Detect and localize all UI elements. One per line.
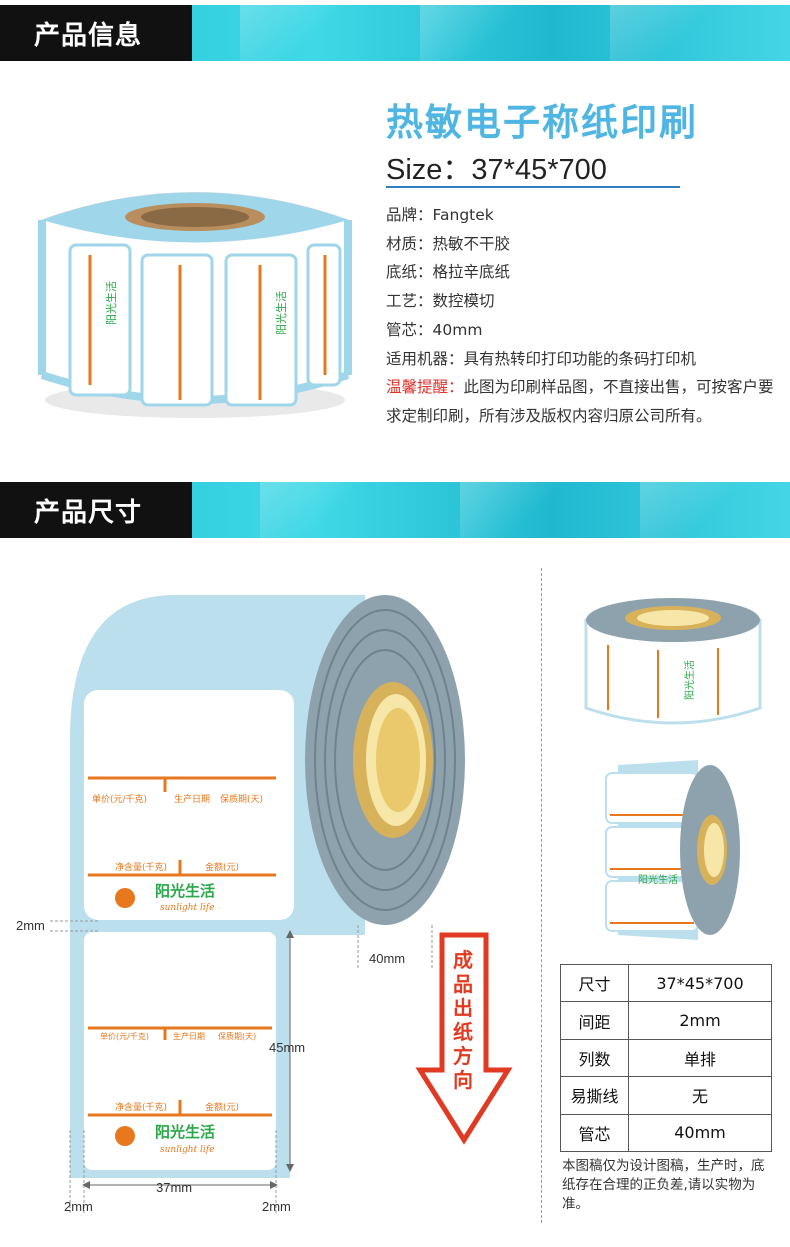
product-size: Size：37*45*700 <box>386 154 607 186</box>
spec-row: 列数单排 <box>560 1038 772 1078</box>
info-warning: 温馨提醒：此图为印刷样品图，不直接出售，可按客户要求定制印刷，所有涉及版权内容归… <box>386 373 776 430</box>
section-title-info: 产品信息 <box>34 21 143 51</box>
label1-amount: 金额(元) <box>205 861 239 873</box>
label2-net-weight: 净含量(千克) <box>115 1101 167 1113</box>
section-header-size: 产品尺寸 <box>0 482 790 538</box>
spec-key: 管芯 <box>560 1113 629 1152</box>
section-header-info: 产品信息 <box>0 5 790 61</box>
warning-text: 此图为印刷样品图，不直接出售，可按客户要求定制印刷，所有涉及版权内容归原公司所有… <box>386 378 774 425</box>
product-roll-image: 阳光生活 阳光生活 <box>38 192 352 418</box>
label1-prod-date: 生产日期 <box>174 793 210 805</box>
product-title: 热敏电子称纸印刷 <box>386 101 698 144</box>
spec-value: 40mm <box>628 1113 772 1152</box>
label1-brand-cn: 阳光生活 <box>155 882 215 900</box>
spec-value: 2mm <box>628 1001 772 1040</box>
small-roll-side-image: 阳光生活 <box>605 760 740 940</box>
spec-value: 37*45*700 <box>628 963 772 1003</box>
dim-core: 40mm <box>369 951 406 966</box>
label1-shelf-life: 保质期(天) <box>220 793 263 805</box>
label2-brand-en: sunlight life <box>160 1145 214 1155</box>
info-core: 管芯：40mm <box>386 320 483 339</box>
small-roll-front-image: 阳光生活 <box>584 598 762 725</box>
label2-prod-date: 生产日期 <box>173 1031 205 1041</box>
dim-right-margin: 2mm <box>262 1199 291 1214</box>
warning-label: 温馨提醒： <box>386 378 464 397</box>
spec-value: 单排 <box>628 1038 772 1078</box>
spec-row: 易撕线无 <box>560 1076 772 1115</box>
info-material: 材质：热敏不干胶 <box>386 234 511 253</box>
label-size-diagram: 单价(元/千克) 生产日期 保质期(天) 净含量(千克) 金额(元) 阳光生活 … <box>50 595 513 1215</box>
spec-key: 尺寸 <box>560 963 629 1003</box>
product-info-list: 品牌：Fangtek 材质：热敏不干胶 底纸：格拉辛底纸 工艺：数控模切 管芯：… <box>386 201 776 431</box>
spec-value: 无 <box>628 1076 772 1115</box>
dim-width: 37mm <box>156 1180 193 1195</box>
label1-net-weight: 净含量(千克) <box>115 861 167 873</box>
svg-text:阳光生活: 阳光生活 <box>683 660 696 700</box>
svg-text:阳光生活: 阳光生活 <box>104 281 118 325</box>
label1-unit-price: 单价(元/千克) <box>92 793 147 805</box>
spec-key: 易撕线 <box>560 1076 629 1115</box>
title-underline <box>386 186 680 188</box>
spec-key: 间距 <box>560 1001 629 1040</box>
dim-height: 45mm <box>269 1040 306 1055</box>
svg-text:阳光生活: 阳光生活 <box>274 291 288 335</box>
label2-shelf-life: 保质期(天) <box>218 1031 256 1041</box>
label2-unit-price: 单价(元/千克) <box>100 1031 149 1041</box>
dim-gap-top: 2mm <box>16 918 45 933</box>
info-liner: 底纸：格拉辛底纸 <box>386 263 511 282</box>
label1-brand-en: sunlight life <box>160 903 214 913</box>
svg-text:阳光生活: 阳光生活 <box>638 873 678 886</box>
output-direction-text: 成品出纸方向 <box>453 948 473 1092</box>
info-brand: 品牌：Fangtek <box>386 206 494 224</box>
section-title-size: 产品尺寸 <box>34 498 143 528</box>
label2-amount: 金额(元) <box>205 1101 239 1113</box>
info-machine: 适用机器：具有热转印打印功能的条码打印机 <box>386 349 697 368</box>
spec-key: 列数 <box>560 1038 629 1078</box>
divider-line <box>541 568 542 1223</box>
spec-note: 本图稿仅为设计图稿，生产时，底纸存在合理的正负差,请以实物为准。 <box>562 1158 765 1212</box>
info-process: 工艺：数控模切 <box>386 292 495 311</box>
dim-left-margin: 2mm <box>64 1199 93 1214</box>
label2-brand-cn: 阳光生活 <box>155 1123 215 1141</box>
